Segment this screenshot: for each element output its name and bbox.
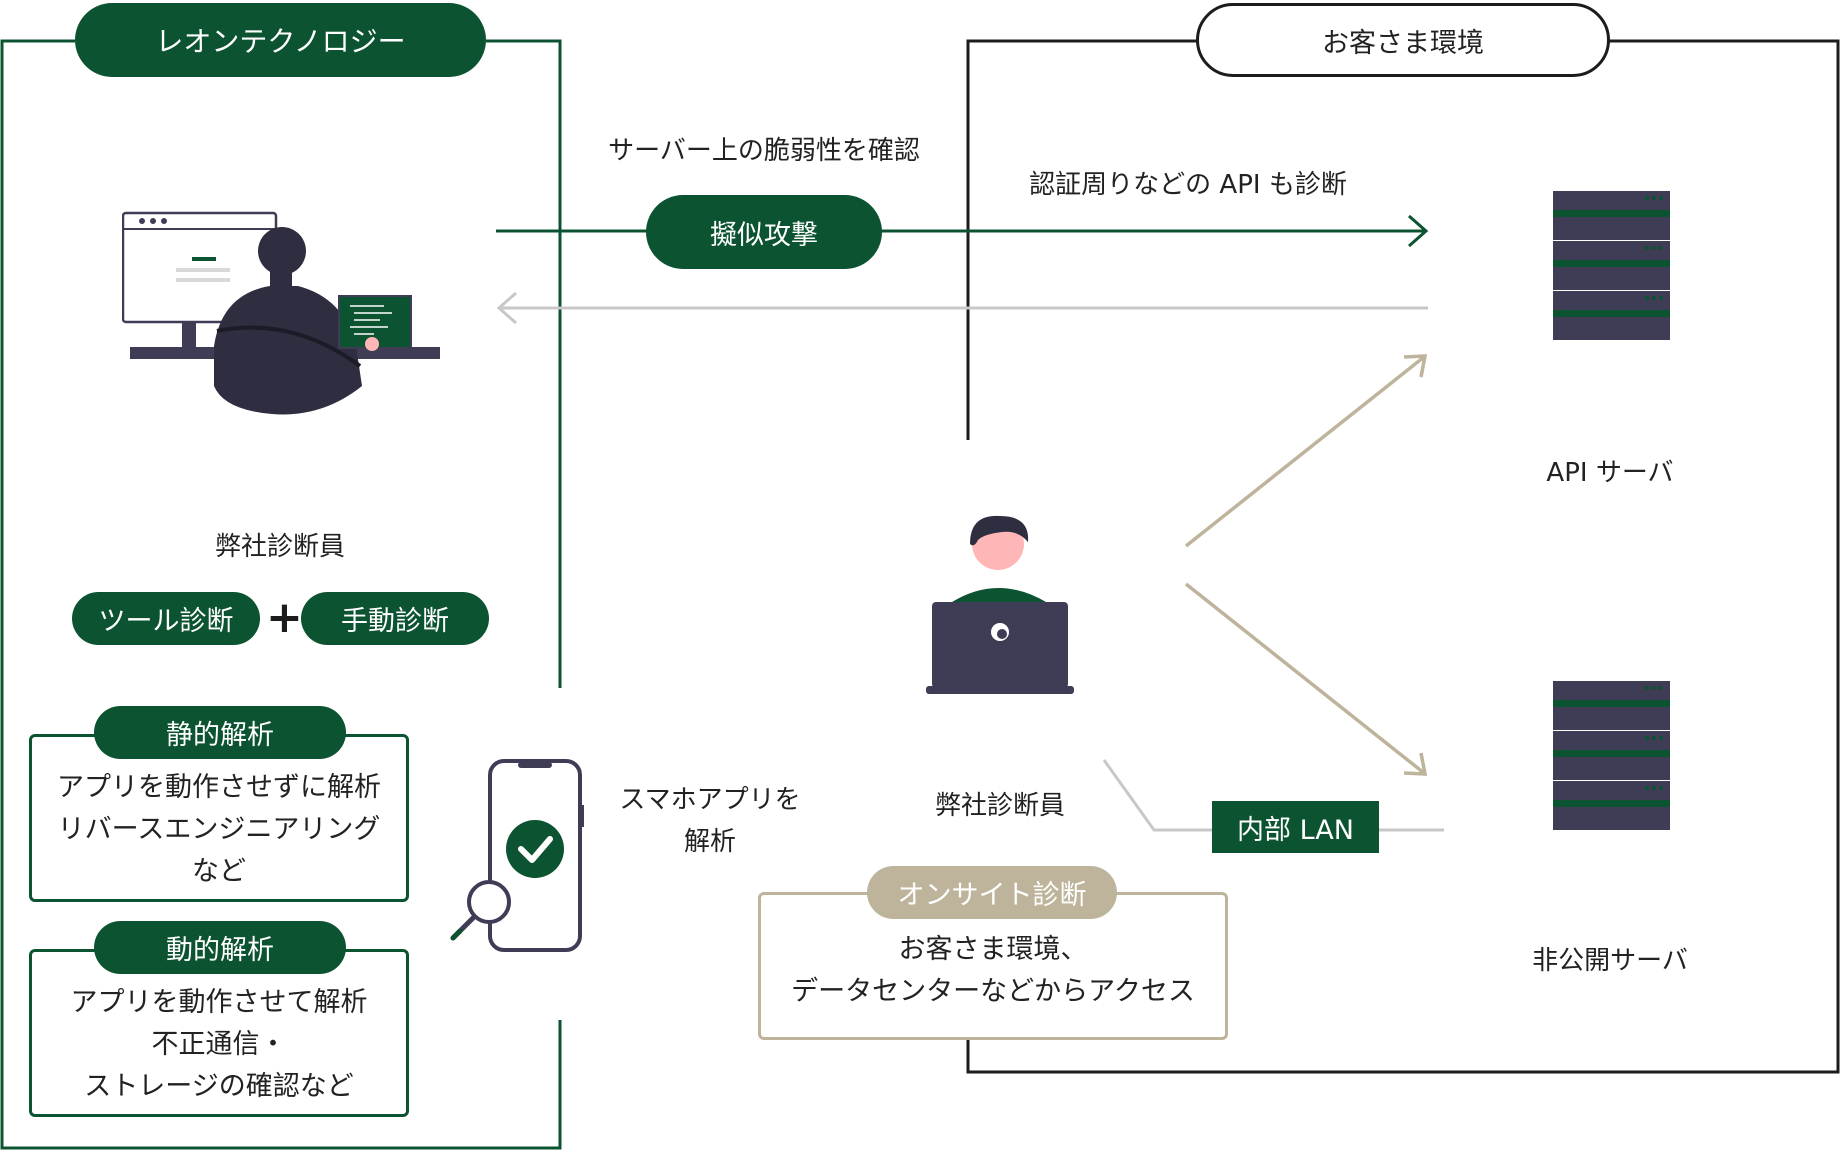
smartphone-caption-line-2: 解析 <box>683 827 736 857</box>
dynamic-analysis-line-1: アプリを動作させて解析 <box>70 987 368 1018</box>
onsite-staff-label: 弊社診断員 <box>934 791 1065 821</box>
static-analysis-line-2: リバースエンジニアリング <box>57 814 381 845</box>
onsite-arrow-api <box>1184 355 1426 548</box>
manual-diagnosis-badge: 手動診断 <box>301 592 489 645</box>
server-rack-icon <box>1553 191 1670 340</box>
hacker-person-icon <box>214 227 362 415</box>
attack-arrow-head <box>1408 214 1429 248</box>
dynamic-analysis-title: 動的解析 <box>94 921 346 974</box>
api-server-label: API サーバ <box>1546 458 1674 488</box>
left-section-frame <box>0 39 562 1150</box>
left-staff-label: 弊社診断員 <box>214 532 345 562</box>
onsite-line-2: データセンターなどからアクセス <box>791 976 1195 1007</box>
static-analysis-line-1: アプリを動作させずに解析 <box>57 772 381 803</box>
private-server-label: 非公開サーバ <box>1532 946 1688 976</box>
tool-diagnosis-badge: ツール診断 <box>72 592 260 645</box>
magnifier-icon <box>450 880 511 941</box>
onsite-arrow-api-head <box>1403 354 1428 378</box>
browser-window-icon <box>122 211 278 352</box>
right-section-frame <box>966 39 1198 440</box>
onsite-diagnosis-title: オンサイト診断 <box>867 866 1117 919</box>
right-section-frame-right <box>966 39 1840 1074</box>
static-analysis-line-3: など <box>192 856 246 887</box>
dynamic-analysis-line-3: ストレージの確認など <box>84 1071 354 1102</box>
static-analysis-title: 静的解析 <box>94 706 346 759</box>
internal-lan-badge: 内部 LAN <box>1212 801 1379 853</box>
analyst-illustration <box>122 211 440 415</box>
left-section-frame-top-right <box>486 39 562 688</box>
pseudo-attack-label: 擬似攻撃 <box>646 195 882 269</box>
smartphone-check-icon <box>450 759 584 952</box>
vulnerability-caption: サーバー上の脆弱性を確認 <box>608 136 920 166</box>
onsite-line-1: お客さま環境、 <box>898 934 1088 965</box>
onsite-arrow-private-head <box>1403 752 1428 776</box>
code-laptop-icon <box>338 295 412 351</box>
onsite-arrow-private <box>1184 582 1426 775</box>
static-analysis-box: アプリを動作させずに解析 リバースエンジニアリング など <box>29 734 409 902</box>
right-section-title: お客さま環境 <box>1196 3 1610 77</box>
api-caption: 認証周りなどの API も診断 <box>1029 170 1347 200</box>
left-section-title: レオンテクノロジー <box>75 3 486 77</box>
plus-sign: + <box>266 592 303 643</box>
dynamic-analysis-line-2: 不正通信・ <box>151 1029 287 1060</box>
server-rack-icon <box>1553 681 1670 830</box>
response-arrow-head <box>496 291 517 325</box>
smartphone-caption-line-1: スマホアプリを <box>619 785 801 815</box>
person-laptop-icon <box>926 515 1074 694</box>
dynamic-analysis-box: アプリを動作させて解析 不正通信・ ストレージの確認など <box>29 949 409 1117</box>
